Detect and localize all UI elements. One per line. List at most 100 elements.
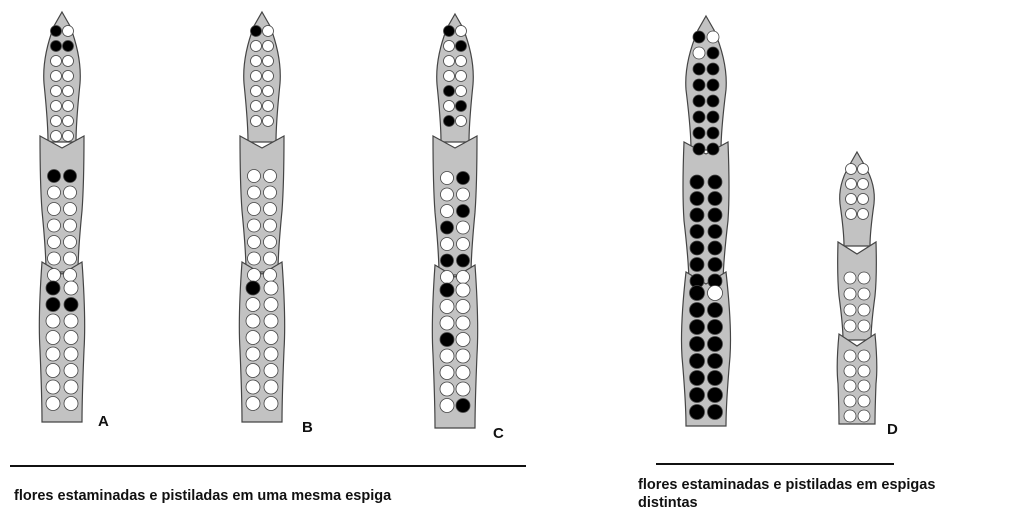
spike-c-flower-staminate [444,101,455,112]
spike-d-right-flower-staminate [858,304,870,316]
spike-d-left-flower-pistillate [690,208,704,222]
spike-a-segment-1 [44,12,81,142]
spike-d-right-flower-staminate [844,395,856,407]
spike-b-flower-staminate [248,219,261,232]
spike-d-left-flower-pistillate [708,241,722,255]
spike-c-flower-staminate [441,238,454,251]
spike-d-left-flower-pistillate [690,320,705,335]
spike-a-flower-staminate [46,331,60,345]
spike-a-flower-staminate [63,131,74,142]
label-a: A [98,413,109,430]
spike-c-flower-staminate [444,41,455,52]
spike-b-flower-staminate [246,397,260,411]
spike-a-flower-staminate [64,397,78,411]
spike-d-left-flower-pistillate [690,225,704,239]
spike-a-flower-staminate [63,56,74,67]
spike-a-flower-pistillate [64,298,78,312]
spike-c-flower-pistillate [457,254,470,267]
spike-d-left-flower-pistillate [707,143,719,155]
label-c: C [493,425,504,442]
spike-b-flower-staminate [264,219,277,232]
spike-b-flower-staminate [264,347,278,361]
spike-a-flower-staminate [51,86,62,97]
spike-d-left-flower-pistillate [690,354,705,369]
spike-c-flower-staminate [456,333,470,347]
spike-b-flower-staminate [263,41,274,52]
spike-a-flower-staminate [64,347,78,361]
spike-d-left-flower-pistillate [693,79,705,91]
spike-b-segment-1 [244,12,281,142]
spike-d-right-flower-staminate [844,380,856,392]
spike-a-flower-staminate [46,347,60,361]
spike-b-flower-staminate [264,380,278,394]
spike-c-segment-2 [433,136,477,275]
spike-d-left-flower-pistillate [690,371,705,386]
spike-a-flower-staminate [46,397,60,411]
spike-c-flower-staminate [456,71,467,82]
spike-d-right-flower-staminate [844,350,856,362]
spike-a-flower-staminate [64,364,78,378]
spike-b-flower-staminate [248,203,261,216]
spike-b-flower-staminate [246,314,260,328]
spike-c-flower-staminate [440,382,454,396]
spike-d-left-flower-pistillate [693,111,705,123]
spike-d-right-flower-staminate [858,320,870,332]
right-divider [656,463,894,465]
spike-c-flower-pistillate [457,172,470,185]
spike-c-flower-staminate [456,349,470,363]
spike-c-flower-staminate [440,300,454,314]
spike-b-flower-staminate [263,56,274,67]
spike-b-flower-staminate [248,170,261,183]
spike-d-left-flower-pistillate [693,63,705,75]
spike-c-flower-staminate [457,238,470,251]
spike-b-flower-staminate [264,170,277,183]
left-divider [10,465,526,467]
spike-b-segment-2 [240,136,284,272]
spike-a-flower-staminate [64,269,77,282]
spike-b-flower-staminate [263,26,274,37]
spike-d-right-flower-staminate [858,380,870,392]
spike-a-flower-staminate [64,203,77,216]
spike-a-flower-staminate [51,56,62,67]
spike-d-left-flower-pistillate [707,47,719,59]
spike-b-flower-staminate [264,397,278,411]
spike-a-flower-staminate [63,86,74,97]
spike-c-flower-staminate [457,271,470,284]
spike-d-right-flower-staminate [858,209,869,220]
spike-b-flower-staminate [248,186,261,199]
spike-c-flower-staminate [456,26,467,37]
spike-b-flower-staminate [246,380,260,394]
spike-d-right-flower-staminate [858,288,870,300]
spike-c-flower-staminate [457,188,470,201]
spike-c-flower-pistillate [457,205,470,218]
spike-b-flower-staminate [263,116,274,127]
caption-same-spike: flores estaminadas e pistiladas em uma m… [14,487,391,505]
spike-b-flower-staminate [248,252,261,265]
spike-b-flower-staminate [251,116,262,127]
spike-d-right-flower-staminate [858,164,869,175]
spike-b-flower-staminate [263,86,274,97]
spike-d-right-flower-staminate [844,410,856,422]
spike-a-flower-staminate [64,219,77,232]
spike-c-flower-staminate [456,116,467,127]
spike-d-right-flower-staminate [846,194,857,205]
spike-a-flower-staminate [48,269,61,282]
spike-c-flower-staminate [457,221,470,234]
spike-b-flower-staminate [251,41,262,52]
spike-b-flower-pistillate [246,281,260,295]
spike-c-flower-pistillate [441,254,454,267]
spike-d-left-flower-staminate [707,31,719,43]
spike-d-right-flower-staminate [858,350,870,362]
spike-a-flower-staminate [64,314,78,328]
spike-b-flower-staminate [263,71,274,82]
spike-a-flower-staminate [51,101,62,112]
spike-b-flower-staminate [264,364,278,378]
spike-d-right-flower-staminate [846,179,857,190]
caption-distinct-spikes-line1: flores estaminadas e pistiladas em espig… [638,476,935,494]
spike-a-flower-staminate [51,116,62,127]
spike-a-flower-staminate [46,380,60,394]
spike-b-flower-staminate [264,269,277,282]
spike-b-flower-staminate [264,252,277,265]
